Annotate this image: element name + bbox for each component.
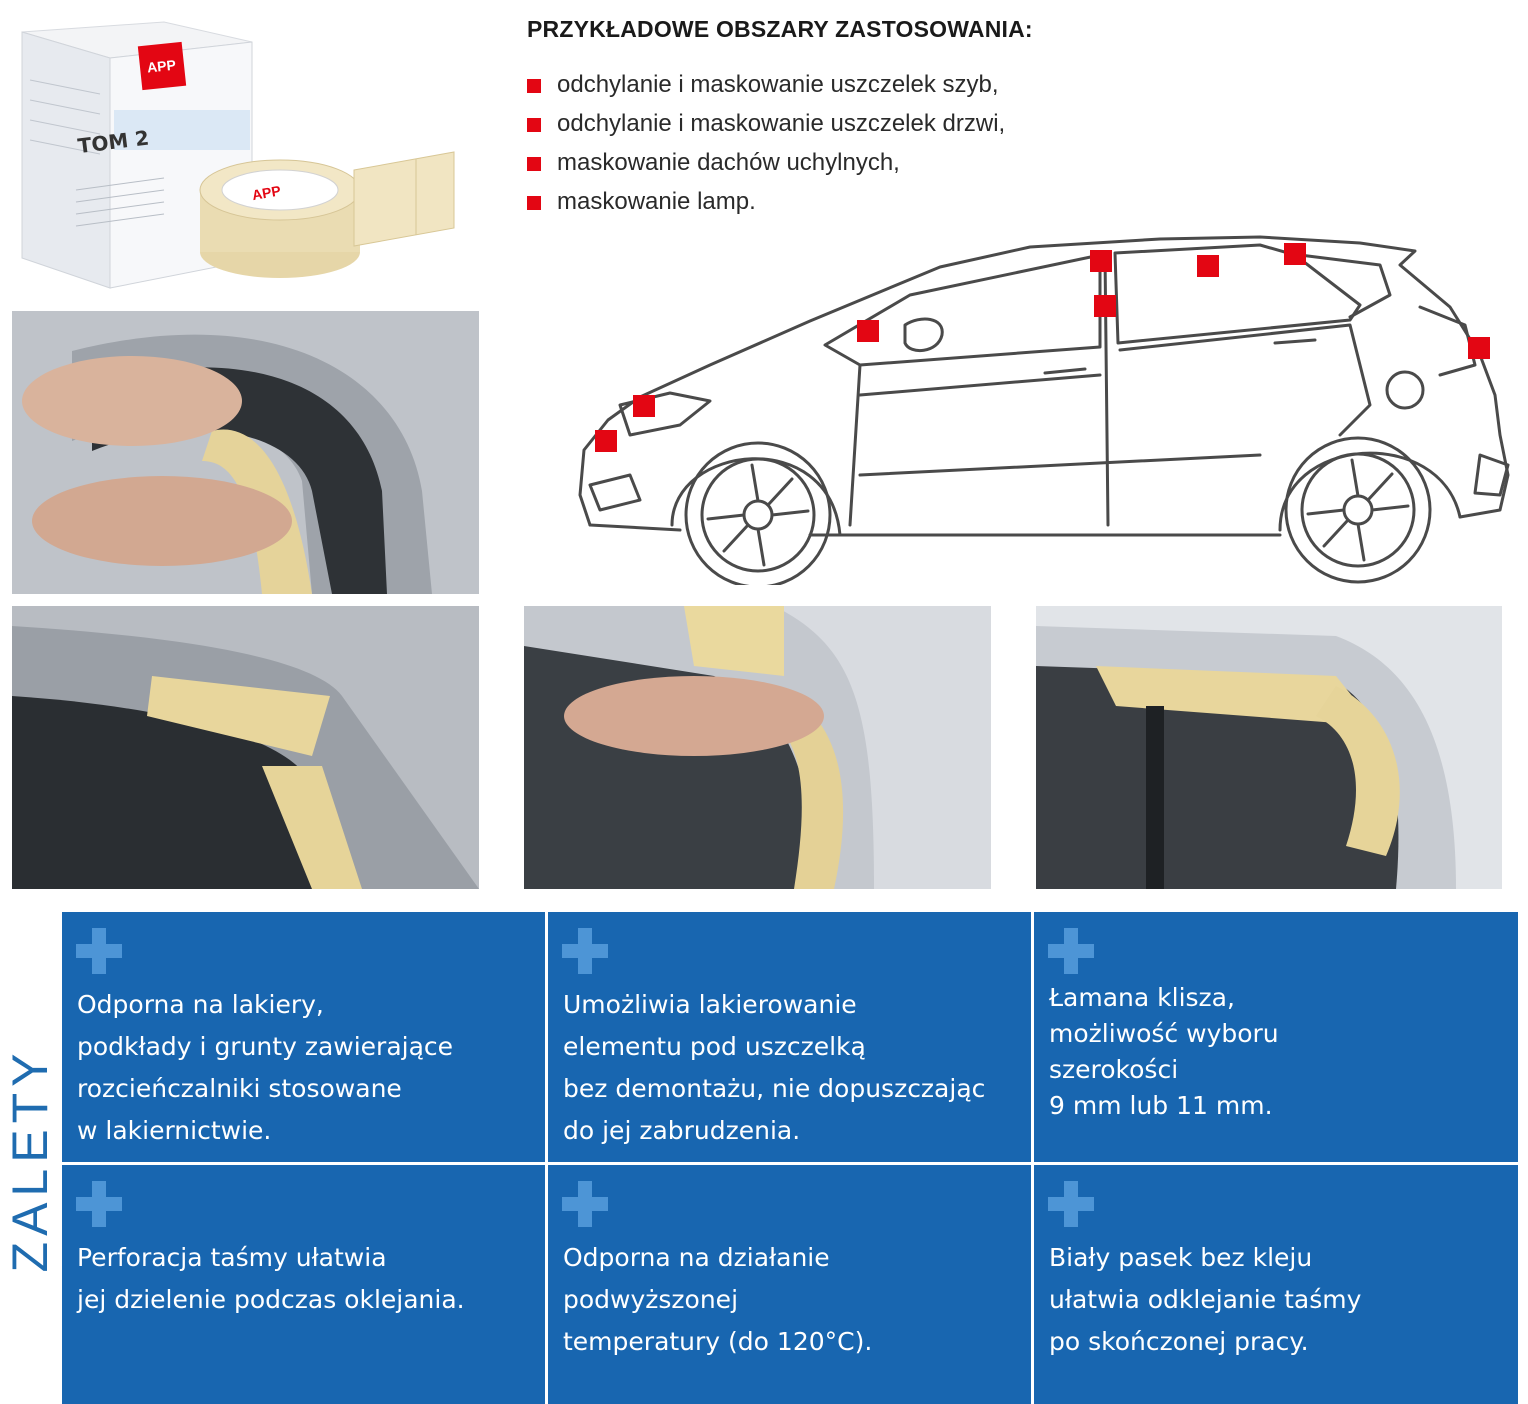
svg-text:APP: APP (251, 182, 282, 203)
plus-icon (562, 1181, 608, 1227)
car-diagram (560, 225, 1520, 589)
plus-icon (1048, 928, 1094, 974)
benefit-card: Umożliwia lakierowanie elementu pod uszc… (548, 912, 1031, 1162)
benefit-card: Odporna na działanie podwyższonej temper… (548, 1165, 1031, 1404)
benefit-card: Odporna na lakiery, podkłady i grunty za… (62, 912, 545, 1162)
benefit-text: Biały pasek bez kleju ułatwia odklejanie… (1049, 1243, 1362, 1356)
benefit-card: Perforacja taśmy ułatwia jej dzielenie p… (62, 1165, 545, 1404)
benefits-grid: Odporna na lakiery, podkłady i grunty za… (62, 912, 1518, 1404)
bullet-square-icon (527, 79, 541, 93)
list-item-label: odchylanie i maskowanie uszczelek szyb, (557, 71, 999, 98)
list-item: maskowanie dachów uchylnych, (527, 146, 1005, 185)
list-item: maskowanie lamp. (527, 185, 1005, 224)
list-item-label: maskowanie dachów uchylnych, (557, 149, 900, 176)
benefits-label: ZALETY (0, 1040, 60, 1280)
bullet-square-icon (527, 157, 541, 171)
benefit-text: Perforacja taśmy ułatwia jej dzielenie p… (77, 1243, 465, 1314)
product-image: APP TOM 2 APP (14, 20, 464, 295)
plus-icon (76, 1181, 122, 1227)
brand-logo: APP (146, 57, 176, 76)
benefits-label-text: ZALETY (2, 1047, 58, 1273)
list-item-label: odchylanie i maskowanie uszczelek drzwi, (557, 110, 1006, 137)
applications-list: odchylanie i maskowanie uszczelek szyb, … (527, 68, 1005, 224)
photo-finished-masking (1036, 606, 1502, 889)
benefit-text: Odporna na działanie podwyższonej temper… (563, 1243, 873, 1356)
benefit-card: Biały pasek bez kleju ułatwia odklejanie… (1034, 1165, 1518, 1404)
plus-icon (1048, 1181, 1094, 1227)
bullet-square-icon (527, 196, 541, 210)
bullet-square-icon (527, 118, 541, 132)
benefit-text: Łamana klisza, możliwość wyboru szerokoś… (1049, 983, 1279, 1120)
benefit-card: Łamana klisza, możliwość wyboru szerokoś… (1034, 912, 1518, 1162)
photo-hands-masking (12, 311, 479, 594)
list-item: odchylanie i maskowanie uszczelek drzwi, (527, 107, 1005, 146)
plus-icon (562, 928, 608, 974)
list-item: odchylanie i maskowanie uszczelek szyb, (527, 68, 1005, 107)
benefit-text: Umożliwia lakierowanie elementu pod uszc… (563, 990, 986, 1145)
applications-heading: PRZYKŁADOWE OBSZARY ZASTOSOWANIA: (527, 16, 1033, 42)
benefit-text: Odporna na lakiery, podkłady i grunty za… (77, 990, 454, 1145)
list-item-label: maskowanie lamp. (557, 188, 756, 215)
photo-taped-door-frame (12, 606, 479, 889)
photo-applying-tape (524, 606, 991, 889)
plus-icon (76, 928, 122, 974)
